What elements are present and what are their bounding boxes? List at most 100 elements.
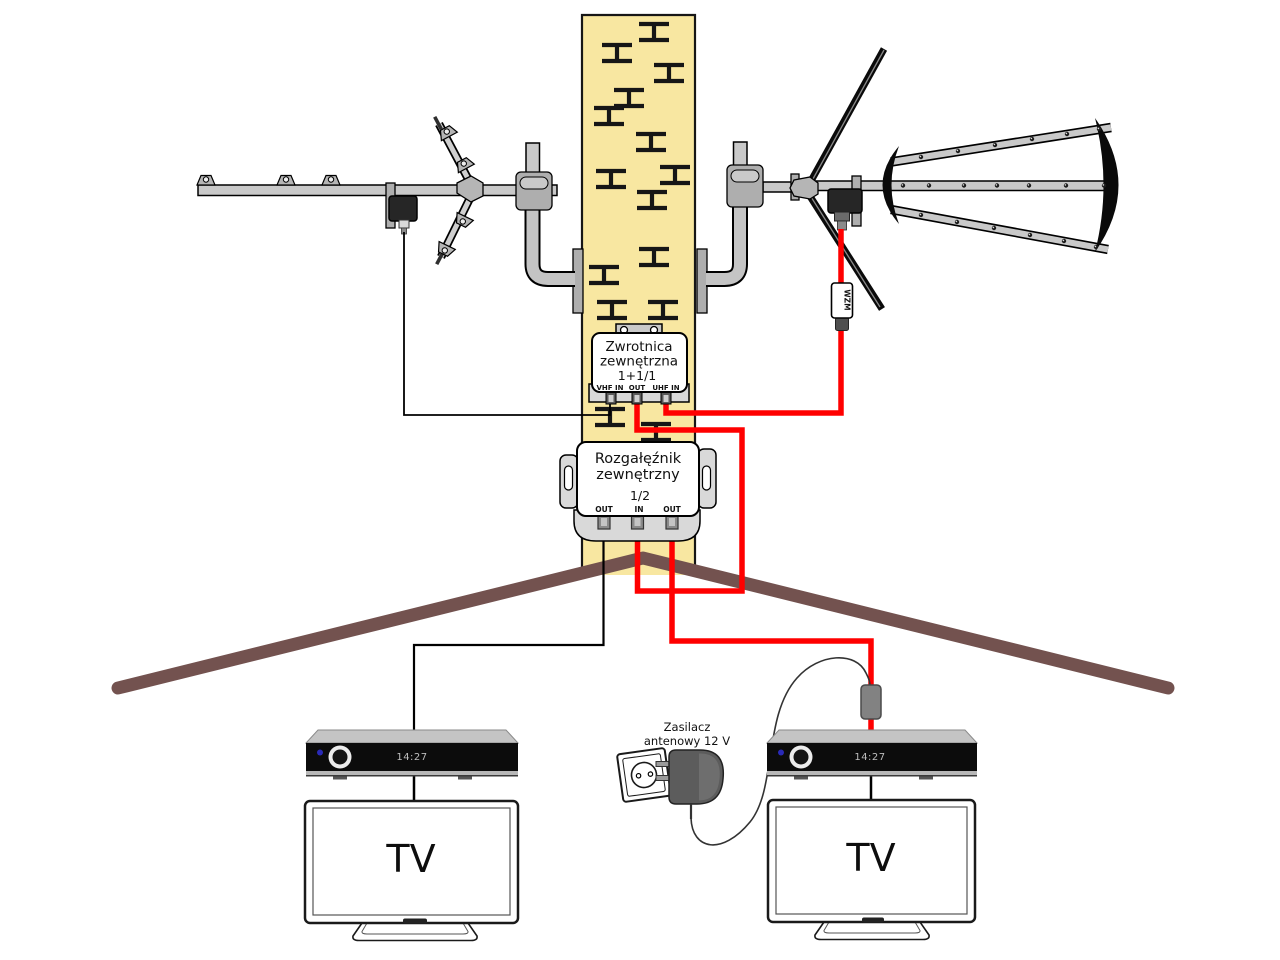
stb-right-top <box>765 729 979 744</box>
uhf-cage-arc-right <box>1095 118 1119 252</box>
diplexer-port-out-label: OUT <box>629 384 646 392</box>
roof <box>111 551 1175 695</box>
diplexer-box <box>591 332 688 393</box>
uhf-rail-top-face <box>890 124 1112 166</box>
vhf-element-clamp <box>321 174 341 186</box>
vhf-element-clamp <box>196 174 216 186</box>
vhf-arm-tip-cap <box>435 250 445 266</box>
cable-diplexer-to-splitter <box>634 397 745 594</box>
splitter-ports <box>597 513 679 530</box>
splitter-port-in-label: IN <box>634 505 643 514</box>
splitter: Rozgałęźnik zewnętrzny 1/2 OUT IN OUT <box>559 441 717 542</box>
stb-left-bottom-edge <box>306 775 518 777</box>
splitter-ear-left-slot <box>563 465 574 491</box>
vhf-antenna <box>196 115 575 287</box>
tv-right-stand-inner <box>823 921 921 934</box>
splitter-port-out-right-label: OUT <box>663 505 681 514</box>
tv-right-label: TV <box>845 836 895 880</box>
cable-splitter-out-left <box>412 522 605 733</box>
stb-right: 14:27 <box>765 729 979 780</box>
vhf-arm-junction <box>456 175 484 203</box>
stb-left-power-led <box>317 749 323 756</box>
diplexer-port-uhf-in-label: UHF IN <box>652 384 679 392</box>
uhf-rivets <box>900 126 1107 250</box>
left-mast-tube <box>526 210 575 285</box>
psu-label-line2: antenowy 12 V <box>644 734 730 748</box>
cable-splitter-out-right <box>669 522 874 734</box>
uhf-cage-arc-left <box>882 146 899 224</box>
adapter-body-highlight <box>699 753 720 801</box>
stb-left-foot <box>458 776 472 780</box>
left-mast-clamp-cap <box>519 176 549 190</box>
uhf-reflector-arm-upper-line <box>807 49 885 189</box>
tv-left-stand-inner <box>361 922 469 935</box>
outlet-socket <box>630 761 658 789</box>
stb-right-foot <box>919 776 933 780</box>
diplexer-port-vhf-in-label: VHF IN <box>597 384 624 392</box>
diplexer-model: 1+1/1 <box>618 368 657 383</box>
stb-left-knob <box>332 749 348 765</box>
right-mast-wall-plate <box>696 248 708 314</box>
vhf-arm-clamp <box>434 240 456 259</box>
splitter-ear-right-slot <box>701 465 712 491</box>
stb-right-bottom-edge <box>767 775 977 777</box>
outlet-inner-plate <box>622 753 666 797</box>
uhf-balun-box <box>827 188 863 214</box>
right-mast-tube <box>706 207 746 285</box>
diplexer-ports <box>605 391 672 405</box>
mast-amplifier: WZM <box>830 282 854 331</box>
stb-left-clock: 14:27 <box>396 752 427 763</box>
splitter-model: 1/2 <box>630 488 650 503</box>
stb-left-top <box>304 729 520 744</box>
amplifier-box <box>830 282 854 319</box>
right-mast-clamp-cap <box>730 169 760 183</box>
stb-left: 14:27 <box>304 729 520 780</box>
vhf-arm-tip-cap <box>433 115 443 131</box>
splitter-title-line2: zewnętrzny <box>596 467 680 483</box>
splitter-port-out-left-label: OUT <box>595 505 613 514</box>
power-inserter <box>860 684 882 720</box>
tv-left-stand <box>352 922 478 942</box>
tv-left: TV <box>303 799 520 942</box>
uhf-balun-connector-tip <box>837 220 847 231</box>
diplexer-title-line1: Zwrotnica <box>605 339 672 355</box>
tv-right-ir-notch <box>862 917 884 923</box>
stb-right-power-led <box>778 749 784 756</box>
cable-vhf-downlead <box>403 232 611 416</box>
stb-right-clock: 14:27 <box>854 752 885 763</box>
tv-right-stand <box>814 921 930 941</box>
vhf-element-clamp <box>276 174 296 186</box>
tv-left-ir-notch <box>403 918 427 924</box>
chimney-brick-marks <box>589 21 690 443</box>
diplexer: Zwrotnica zewnętrzna 1+1/1 VHF IN OUT UH… <box>588 323 690 405</box>
stb-left-foot <box>333 776 347 780</box>
amplifier-connector <box>835 317 849 331</box>
tv-left-label: TV <box>385 837 435 881</box>
outlet-hole <box>635 772 642 779</box>
vhf-balun-box <box>388 195 418 222</box>
tv-right-screen <box>775 806 968 915</box>
stb-right-foot <box>794 776 808 780</box>
diplexer-title-line2: zewnętrzna <box>600 354 678 370</box>
tv-left-screen <box>312 807 511 916</box>
uhf-rail-bottom-face <box>890 206 1109 253</box>
psu-cord <box>690 657 871 846</box>
vhf-boom <box>197 184 558 197</box>
uhf-boom-stub <box>762 181 795 193</box>
power-adapter <box>655 749 725 819</box>
vhf-balun-connector <box>398 219 410 229</box>
tv-right: TV <box>766 798 977 941</box>
uhf-boom-junction <box>789 176 819 200</box>
splitter-title-line1: Rozgałęźnik <box>595 451 682 467</box>
uhf-balun-connector <box>834 211 850 222</box>
psu-label-line1: Zasilacz <box>664 720 711 734</box>
stb-left-bottom-strip <box>306 771 518 775</box>
uhf-reflector-arm-lower-line <box>807 191 881 308</box>
uhf-antenna <box>706 47 1119 311</box>
stb-right-knob <box>793 749 809 765</box>
amplifier-label: WZM <box>843 289 852 310</box>
outlet-hole <box>647 771 654 777</box>
splitter-box <box>576 441 700 517</box>
